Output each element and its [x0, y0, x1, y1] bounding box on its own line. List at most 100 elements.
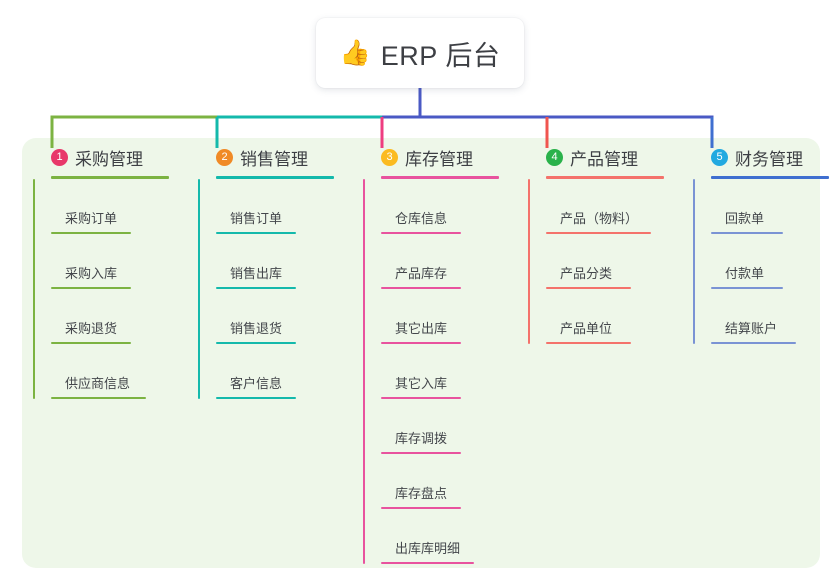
- leaf-node[interactable]: 产品库存: [381, 234, 513, 289]
- branch-column-4: 4 产品管理产品（物料） 产品分类产品单位: [528, 144, 688, 344]
- leaf-label: 采购退货: [65, 321, 118, 336]
- leaf-node[interactable]: 供应商信息: [51, 344, 183, 399]
- thumbs-up-icon: 👍: [339, 38, 371, 67]
- leaf-underline: [381, 452, 461, 454]
- leaf-underline: [546, 232, 651, 234]
- root-node-content: 👍 ERP 后台: [340, 34, 501, 73]
- leaf-label: 库存盘点: [395, 486, 448, 501]
- leaf-node[interactable]: 销售订单: [216, 179, 348, 234]
- leaf-node[interactable]: 其它出库: [381, 289, 513, 344]
- branch-leaf-list: 销售订单销售出库销售退货客户信息: [198, 179, 348, 399]
- leaf-node[interactable]: 其它入库: [381, 344, 513, 399]
- leaf-node[interactable]: 产品单位: [546, 289, 688, 344]
- leaf-underline: [546, 287, 631, 289]
- branch-title: 销售管理: [240, 149, 308, 169]
- branch-header-1[interactable]: 1 采购管理: [33, 144, 183, 170]
- branch-column-1: 1 采购管理采购订单采购入库采购退货供应商信息: [33, 144, 183, 399]
- leaf-label: 结算账户: [725, 321, 778, 336]
- leaf-label: 产品分类: [560, 266, 613, 281]
- branch-header-3[interactable]: 3 库存管理: [363, 144, 513, 170]
- leaf-label: 客户信息: [230, 376, 283, 391]
- leaf-label: 其它出库: [395, 321, 448, 336]
- branch-number-badge: 5: [711, 148, 728, 166]
- diagram-background-panel: [22, 138, 820, 568]
- branch-underline: [216, 176, 334, 179]
- leaf-node[interactable]: 采购退货: [51, 289, 183, 344]
- branch-underline: [51, 176, 169, 179]
- branch-trunk-line: [693, 179, 695, 344]
- leaf-underline: [51, 397, 146, 399]
- leaf-underline: [381, 287, 461, 289]
- leaf-underline: [216, 342, 296, 344]
- branch-leaf-list: 回款单付款单结算账户: [693, 179, 839, 344]
- branch-number-badge: 4: [546, 148, 563, 166]
- leaf-label: 其它入库: [395, 376, 448, 391]
- leaf-underline: [711, 287, 783, 289]
- branch-column-5: 5 财务管理回款单付款单结算账户: [693, 144, 839, 344]
- branch-leaf-list: 仓库信息产品库存其它出库其它入库库存调拨库存盘点出库库明细: [363, 179, 513, 564]
- leaf-underline: [711, 342, 796, 344]
- leaf-underline: [381, 507, 461, 509]
- leaf-label: 产品（物料）: [560, 211, 639, 226]
- leaf-node[interactable]: 客户信息: [216, 344, 348, 399]
- leaf-label: 采购订单: [65, 211, 118, 226]
- leaf-label: 供应商信息: [65, 376, 131, 391]
- leaf-label: 销售退货: [230, 321, 283, 336]
- leaf-node[interactable]: 产品分类: [546, 234, 688, 289]
- leaf-underline: [51, 232, 131, 234]
- branch-underline: [711, 176, 829, 179]
- branch-title: 采购管理: [75, 149, 143, 169]
- leaf-label: 产品库存: [395, 266, 448, 281]
- leaf-underline: [381, 232, 461, 234]
- branch-number-badge: 1: [51, 148, 68, 166]
- branch-column-3: 3 库存管理仓库信息产品库存其它出库其它入库库存调拨库存盘点出库库明细: [363, 144, 513, 564]
- branch-leaf-list: 产品（物料） 产品分类产品单位: [528, 179, 688, 344]
- branch-underline: [381, 176, 499, 179]
- leaf-underline: [216, 397, 296, 399]
- leaf-label: 采购入库: [65, 266, 118, 281]
- branch-header-5[interactable]: 5 财务管理: [693, 144, 839, 170]
- leaf-node[interactable]: 仓库信息: [381, 179, 513, 234]
- leaf-label: 产品单位: [560, 321, 613, 336]
- branch-number-badge: 2: [216, 148, 233, 166]
- leaf-node[interactable]: 结算账户: [711, 289, 839, 344]
- leaf-label: 仓库信息: [395, 211, 448, 226]
- branch-number-badge: 3: [381, 148, 398, 166]
- leaf-label: 销售出库: [230, 266, 283, 281]
- branch-title: 产品管理: [570, 149, 638, 169]
- root-node-title: ERP 后台: [380, 40, 501, 71]
- leaf-underline: [711, 232, 783, 234]
- leaf-underline: [381, 397, 461, 399]
- branch-column-2: 2 销售管理销售订单销售出库销售退货客户信息: [198, 144, 348, 399]
- leaf-node[interactable]: 销售退货: [216, 289, 348, 344]
- branch-title: 财务管理: [735, 149, 803, 169]
- branch-header-4[interactable]: 4 产品管理: [528, 144, 688, 170]
- leaf-underline: [51, 287, 131, 289]
- leaf-label: 回款单: [725, 211, 765, 226]
- leaf-label: 出库库明细: [395, 541, 461, 556]
- branch-title: 库存管理: [405, 149, 473, 169]
- branch-header-2[interactable]: 2 销售管理: [198, 144, 348, 170]
- leaf-label: 库存调拨: [395, 431, 448, 446]
- leaf-underline: [546, 342, 631, 344]
- root-node[interactable]: 👍 ERP 后台: [316, 18, 524, 88]
- leaf-underline: [216, 232, 296, 234]
- leaf-label: 销售订单: [230, 211, 283, 226]
- leaf-underline: [216, 287, 296, 289]
- branch-trunk-line: [528, 179, 530, 344]
- leaf-node[interactable]: 产品（物料）: [546, 179, 688, 234]
- leaf-node[interactable]: 库存调拨: [381, 399, 513, 454]
- leaf-node[interactable]: 回款单: [711, 179, 839, 234]
- leaf-node[interactable]: 付款单: [711, 234, 839, 289]
- leaf-node[interactable]: 采购订单: [51, 179, 183, 234]
- leaf-node[interactable]: 出库库明细: [381, 509, 513, 564]
- leaf-node[interactable]: 销售出库: [216, 234, 348, 289]
- leaf-node[interactable]: 库存盘点: [381, 454, 513, 509]
- branch-trunk-line: [198, 179, 200, 399]
- branch-trunk-line: [363, 179, 365, 564]
- branch-trunk-line: [33, 179, 35, 399]
- leaf-underline: [381, 562, 474, 564]
- leaf-node[interactable]: 采购入库: [51, 234, 183, 289]
